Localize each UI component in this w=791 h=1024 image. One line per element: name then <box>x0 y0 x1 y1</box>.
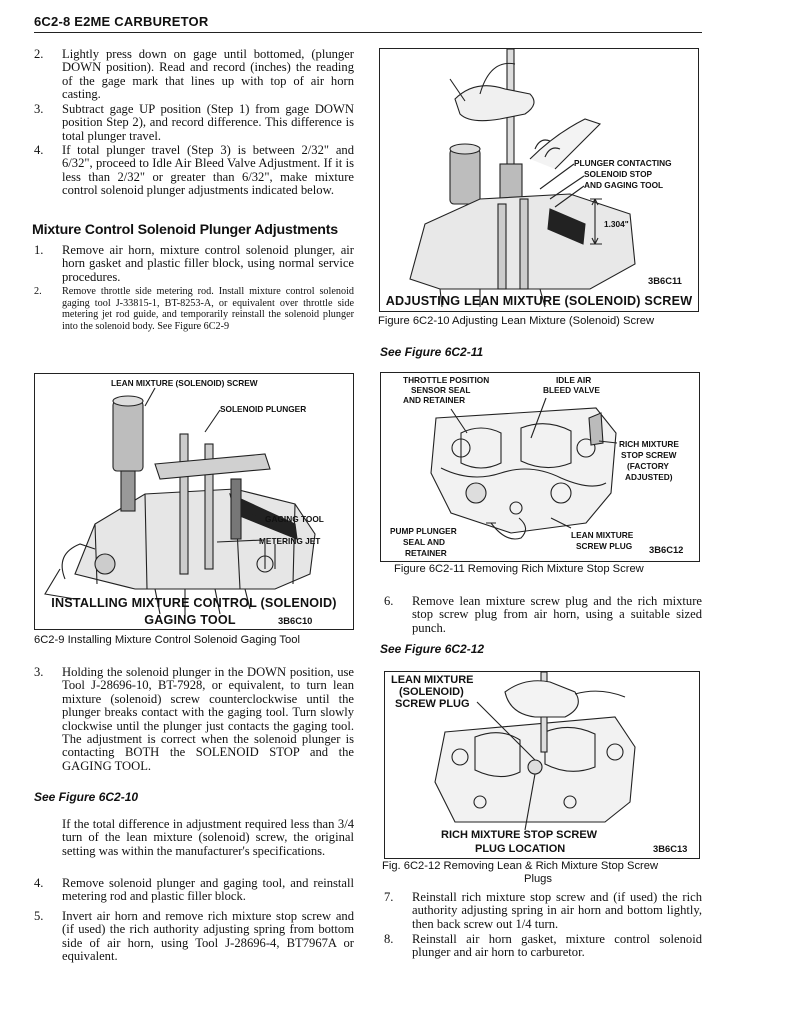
carburetor-illustration <box>44 387 316 619</box>
figure-6c2-9: LEAN MIXTURE (SOLENOID) SCREW SOLENOID P… <box>34 373 354 630</box>
step-text: Lightly press down on gage until bottome… <box>62 47 354 102</box>
step-text: Invert air horn and remove rich mixture … <box>62 909 354 964</box>
step-number: 1. <box>34 243 44 257</box>
section-heading: Mixture Control Solenoid Plunger Adjustm… <box>32 222 338 238</box>
step-number: 7. <box>384 890 394 904</box>
figure-6c2-11-caption: Figure 6C2-11 Removing Rich Mixture Stop… <box>394 563 644 575</box>
figure-title: ADJUSTING LEAN MIXTURE (SOLENOID) SCREW <box>385 294 693 308</box>
figure-6c2-12-caption-line-2: Plugs <box>524 873 552 885</box>
step-7-paragraph: 7. Reinstall rich mixture stop screw and… <box>384 890 702 931</box>
step-text: Holding the solenoid plunger in the DOWN… <box>62 665 354 773</box>
label-lean-plug-3: SCREW PLUG <box>395 698 470 710</box>
figure-code: 3B6C12 <box>649 544 684 555</box>
adjust-step-1: 1. Remove air horn, mixture control sole… <box>34 243 354 284</box>
step-3-paragraph: 3. Subtract gage UP position (Step 1) fr… <box>34 102 354 143</box>
figure-6c2-9-caption: 6C2-9 Installing Mixture Control Solenoi… <box>34 634 300 646</box>
label-pump-plunger-2: SEAL AND <box>403 537 445 547</box>
label-tps-line-2: SENSOR SEAL <box>411 385 471 395</box>
step-number: 4. <box>34 876 44 890</box>
label-gaging-tool: GAGING TOOL <box>265 514 324 524</box>
step-6-paragraph: 6. Remove lean mixture screw plug and th… <box>384 594 702 635</box>
adjusting-screw-illustration <box>409 49 636 308</box>
adjust-step-5: 5. Invert air horn and remove rich mixtu… <box>34 909 354 964</box>
label-lean-plug-2: (SOLENOID) <box>399 686 464 698</box>
step-text: Remove air horn, mixture control solenoi… <box>62 243 354 284</box>
step-text: Reinstall air horn gasket, mixture contr… <box>412 932 702 960</box>
step-number: 2. <box>34 47 44 61</box>
adjust-step-3: 3. Holding the solenoid plunger in the D… <box>34 665 354 773</box>
figure-code: 3B6C10 <box>278 615 313 626</box>
label-idle-air-2: BLEED VALVE <box>543 385 600 395</box>
air-horn-plugs-illustration <box>434 672 636 831</box>
step-text: Remove solenoid plunger and gaging tool,… <box>62 876 354 904</box>
figure-code: 3B6C11 <box>648 275 682 286</box>
figure-6c2-12: LEAN MIXTURE (SOLENOID) SCREW PLUG RICH … <box>384 671 700 859</box>
air-horn-bottom-illustration <box>430 397 618 540</box>
label-tps-line-3: AND RETAINER <box>403 395 466 405</box>
adjust-step-2: 2. Remove throttle side metering rod. In… <box>34 286 354 332</box>
label-rich-mixture-1: RICH MIXTURE <box>619 439 679 449</box>
label-rich-mixture-3: (FACTORY <box>627 461 669 471</box>
label-pump-plunger-1: PUMP PLUNGER <box>390 526 457 536</box>
figure-6c2-10-caption: Figure 6C2-10 Adjusting Lean Mixture (So… <box>378 315 655 327</box>
header-rule <box>34 32 702 33</box>
label-rich-plug-1: RICH MIXTURE STOP SCREW <box>441 829 598 841</box>
step-number: 5. <box>34 909 44 923</box>
label-lean-plug-2: SCREW PLUG <box>576 541 633 551</box>
label-lean-mixture-screw: LEAN MIXTURE (SOLENOID) SCREW <box>111 378 258 388</box>
label-solenoid-stop: SOLENOID STOP <box>584 169 653 179</box>
step-text: Reinstall rich mixture stop screw and (i… <box>412 890 702 931</box>
see-figure-6c2-10: See Figure 6C2-10 <box>34 790 139 804</box>
label-plunger-contacting: PLUNGER CONTACTING <box>574 158 672 168</box>
label-dimension: 1.304" <box>604 219 629 229</box>
label-metering-jet: METERING JET <box>259 536 321 546</box>
step-number: 4. <box>34 143 44 157</box>
figure-6c2-11: THROTTLE POSITION SENSOR SEAL AND RETAIN… <box>380 372 700 562</box>
adjust-step-4: 4. Remove solenoid plunger and gaging to… <box>34 876 354 904</box>
step-8-paragraph: 8. Reinstall air horn gasket, mixture co… <box>384 932 702 960</box>
label-tps-line-1: THROTTLE POSITION <box>403 375 490 385</box>
label-and-gaging-tool: AND GAGING TOOL <box>584 180 664 190</box>
see-figure-6c2-12: See Figure 6C2-12 <box>380 642 485 656</box>
step-number: 2. <box>34 286 42 297</box>
label-idle-air-1: IDLE AIR <box>556 375 592 385</box>
step-number: 3. <box>34 102 44 116</box>
total-difference-paragraph: If the total difference in adjustment re… <box>62 817 354 858</box>
step-number: 6. <box>384 594 394 608</box>
label-pump-plunger-3: RETAINER <box>405 548 447 558</box>
figure-code: 3B6C13 <box>653 843 688 854</box>
label-rich-mixture-2: STOP SCREW <box>621 450 677 460</box>
step-text: Remove throttle side metering rod. Insta… <box>62 286 354 332</box>
figure-title-line-2: GAGING TOOL <box>144 613 236 627</box>
label-rich-mixture-4: ADJUSTED) <box>625 472 673 482</box>
step-4-paragraph: 4. If total plunger travel (Step 3) is b… <box>34 143 354 198</box>
step-text: If total plunger travel (Step 3) is betw… <box>62 143 354 198</box>
page-header: 6C2-8 E2ME CARBURETOR <box>34 14 209 29</box>
step-number: 8. <box>384 932 394 946</box>
figure-title-line-1: INSTALLING MIXTURE CONTROL (SOLENOID) <box>51 596 337 610</box>
step-text: Remove lean mixture screw plug and the r… <box>412 594 702 635</box>
step-text: Subtract gage UP position (Step 1) from … <box>62 102 354 143</box>
label-solenoid-plunger: SOLENOID PLUNGER <box>220 404 307 414</box>
step-2-paragraph: 2. Lightly press down on gage until bott… <box>34 47 354 102</box>
figure-6c2-12-caption-line-1: Fig. 6C2-12 Removing Lean & Rich Mixture… <box>382 860 659 872</box>
step-number: 3. <box>34 665 44 679</box>
see-figure-6c2-11: See Figure 6C2-11 <box>380 345 484 359</box>
label-rich-plug-2: PLUG LOCATION <box>475 843 566 855</box>
label-lean-plug-1: LEAN MIXTURE <box>391 674 474 686</box>
label-lean-plug-1: LEAN MIXTURE <box>571 530 634 540</box>
figure-6c2-10: PLUNGER CONTACTING SOLENOID STOP AND GAG… <box>379 48 699 312</box>
